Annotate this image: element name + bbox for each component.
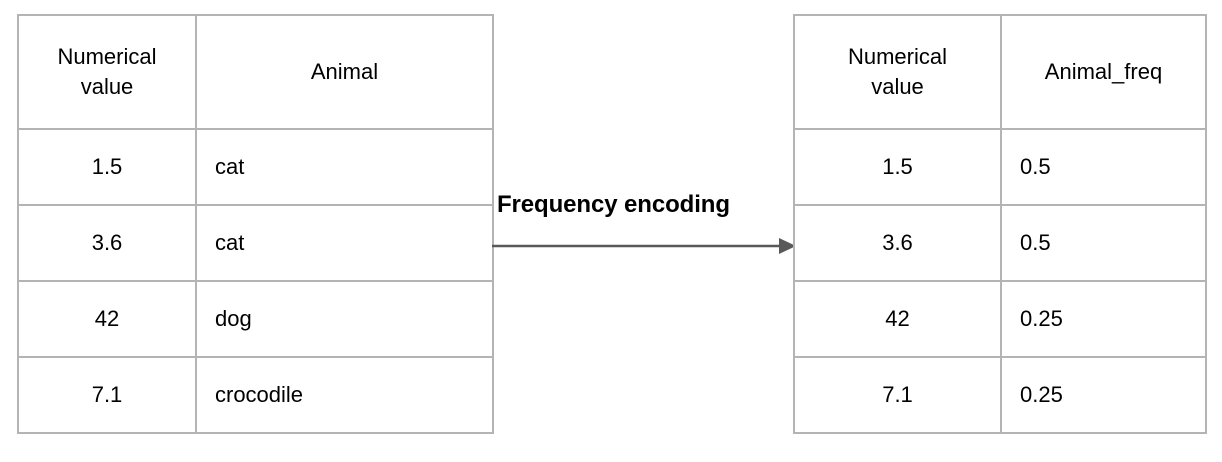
- arrow-right-icon: [492, 238, 796, 254]
- result-table: Numerical value Animal_freq 1.5 0.5 3.6 …: [793, 14, 1207, 434]
- source-cell-category: dog: [195, 280, 494, 358]
- table-row: 7.1 crocodile: [17, 356, 494, 434]
- source-cell-value: 1.5: [17, 128, 197, 206]
- source-cell-category: crocodile: [195, 356, 494, 434]
- table-row: 7.1 0.25: [793, 356, 1207, 434]
- source-cell-value: 3.6: [17, 204, 197, 282]
- table-row: 3.6 0.5: [793, 204, 1207, 282]
- result-cell-frequency: 0.25: [1000, 356, 1207, 434]
- source-header-animal: Animal: [195, 14, 494, 130]
- table-row: 3.6 cat: [17, 204, 494, 282]
- source-cell-category: cat: [195, 204, 494, 282]
- table-row: 42 0.25: [793, 280, 1207, 358]
- result-cell-value: 7.1: [793, 356, 1002, 434]
- transform-group: Frequency encoding: [491, 190, 801, 262]
- source-table: Numerical value Animal 1.5 cat 3.6 cat 4…: [17, 14, 494, 434]
- table-header-row: Numerical value Animal_freq: [793, 14, 1207, 130]
- result-header-numerical-value: Numerical value: [793, 14, 1002, 130]
- table-header-row: Numerical value Animal: [17, 14, 494, 130]
- result-cell-value: 1.5: [793, 128, 1002, 206]
- result-cell-frequency: 0.5: [1000, 128, 1207, 206]
- result-header-animal-freq: Animal_freq: [1000, 14, 1207, 130]
- result-cell-frequency: 0.5: [1000, 204, 1207, 282]
- table-row: 1.5 cat: [17, 128, 494, 206]
- table-row: 42 dog: [17, 280, 494, 358]
- result-cell-value: 42: [793, 280, 1002, 358]
- table-row: 1.5 0.5: [793, 128, 1207, 206]
- transform-label: Frequency encoding: [497, 191, 730, 218]
- source-cell-value: 7.1: [17, 356, 197, 434]
- source-header-numerical-value: Numerical value: [17, 14, 197, 130]
- source-cell-category: cat: [195, 128, 494, 206]
- result-cell-frequency: 0.25: [1000, 280, 1207, 358]
- source-cell-value: 42: [17, 280, 197, 358]
- result-cell-value: 3.6: [793, 204, 1002, 282]
